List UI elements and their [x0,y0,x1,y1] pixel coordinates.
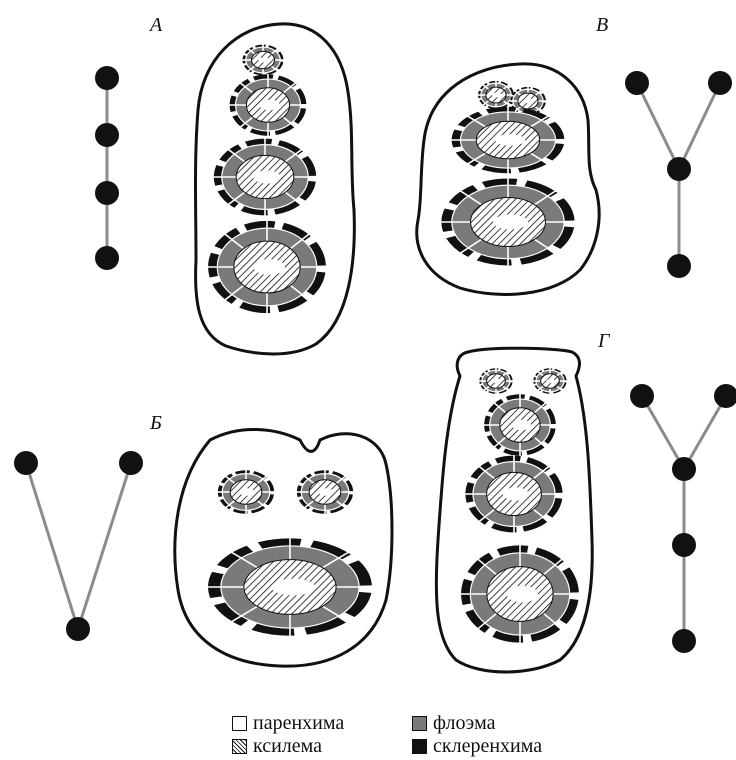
pith-parenchyma [258,57,269,62]
pith-parenchyma [507,586,538,603]
cross-section-b [175,429,392,666]
cross-section-a [196,24,355,354]
vascular-bundle [213,138,317,216]
pith-parenchyma [240,488,255,495]
vascular-bundle [440,178,575,266]
vascular-bundle [242,44,284,75]
pith-parenchyma [319,488,334,495]
graph-v-node [708,71,732,95]
graph-g-node [672,629,696,653]
pith-parenchyma [495,134,525,145]
graph-g [642,396,726,641]
legend-item-phloem: флоэма [412,712,496,734]
vascular-bundle [296,470,353,514]
graph-a-node [95,246,119,270]
vascular-bundle [533,368,567,394]
graph-g-node [630,384,654,408]
pith-parenchyma [493,215,528,230]
panel-label-v: В [596,14,608,37]
legend-item-sclerenchyma: склеренхима [412,735,542,757]
vascular-bundle [479,368,513,394]
pith-parenchyma [492,379,501,383]
graph-a-node [95,181,119,205]
pith-parenchyma [253,170,280,183]
cross-section-g [436,348,592,672]
legend-item-xylem: ксилема [232,735,322,757]
pith-parenchyma [259,100,279,111]
xylem-swatch [232,739,247,754]
vascular-bundle [465,455,564,533]
pith-parenchyma [254,259,285,275]
vascular-bundle [484,394,557,456]
pith-parenchyma [503,487,529,500]
graph-b-node [119,451,143,475]
parenchyma-swatch [232,716,247,731]
sclerenchyma-swatch [412,739,427,754]
graph-v-node [667,157,691,181]
vascular-bundle [478,81,514,110]
graph-v-node [625,71,649,95]
legend-label: флоэма [433,712,496,735]
vascular-bundle [207,220,327,314]
panel-label-g: Г [598,330,609,353]
graph-b-node [66,617,90,641]
vascular-bundle [229,74,307,136]
panel-label-a: А [150,14,162,37]
vascular-bundle [460,545,580,644]
pith-parenchyma [492,93,502,98]
graph-v-node [667,254,691,278]
pith-parenchyma [271,579,315,596]
vascular-bundle [217,470,274,514]
legend-label: склеренхима [433,735,542,758]
vascular-bundle [451,106,565,174]
graph-a-node [95,66,119,90]
legend-label: паренхима [253,712,344,735]
graph-b-node [14,451,38,475]
vascular-bundle [207,538,373,637]
pith-parenchyma [546,379,555,383]
legend-label: ксилема [253,735,322,758]
graph-g-node [672,533,696,557]
cross-section-v [417,64,599,295]
graph-b [26,463,131,629]
pith-parenchyma [524,99,534,104]
graph-g-node [672,457,696,481]
phloem-swatch [412,716,427,731]
graph-a-node [95,123,119,147]
legend-item-parenchyma: паренхима [232,712,344,734]
graph-g-node [714,384,736,408]
legend: паренхима ксилема флоэма склеренхима [232,712,622,758]
panel-label-b: Б [150,412,162,435]
pith-parenchyma [512,420,531,431]
